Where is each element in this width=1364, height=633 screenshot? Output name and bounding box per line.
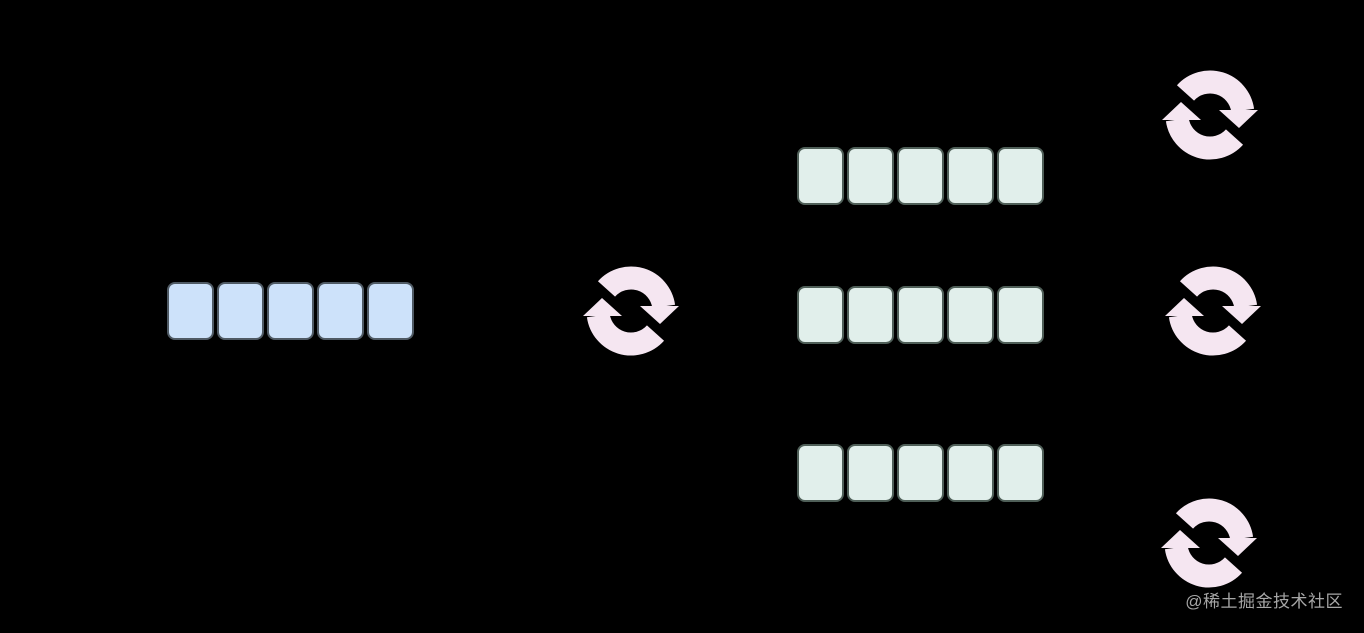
result-cell (897, 147, 944, 205)
result-cell (847, 444, 894, 502)
source-cell (167, 282, 214, 340)
result-cell (797, 147, 844, 205)
result-cell (797, 444, 844, 502)
sync-icon-right-2 (1165, 263, 1261, 359)
sync-icon-right-1 (1162, 67, 1258, 163)
result-cell (847, 147, 894, 205)
watermark: @稀土掘金技术社区 (1185, 592, 1343, 611)
result-cell (997, 444, 1044, 502)
result-cell (847, 286, 894, 344)
result-cell (897, 286, 944, 344)
result-row-1 (797, 147, 1044, 205)
result-cell (947, 147, 994, 205)
result-cell (897, 444, 944, 502)
sync-icon-right-3 (1161, 495, 1257, 591)
source-cell (267, 282, 314, 340)
result-cell (997, 147, 1044, 205)
result-cell (997, 286, 1044, 344)
result-cell (947, 286, 994, 344)
source-cell (367, 282, 414, 340)
sync-icon-middle (583, 263, 679, 359)
result-row-2 (797, 286, 1044, 344)
source-row (167, 282, 414, 340)
source-cell (217, 282, 264, 340)
result-cell (797, 286, 844, 344)
source-cell (317, 282, 364, 340)
result-cell (947, 444, 994, 502)
result-row-3 (797, 444, 1044, 502)
